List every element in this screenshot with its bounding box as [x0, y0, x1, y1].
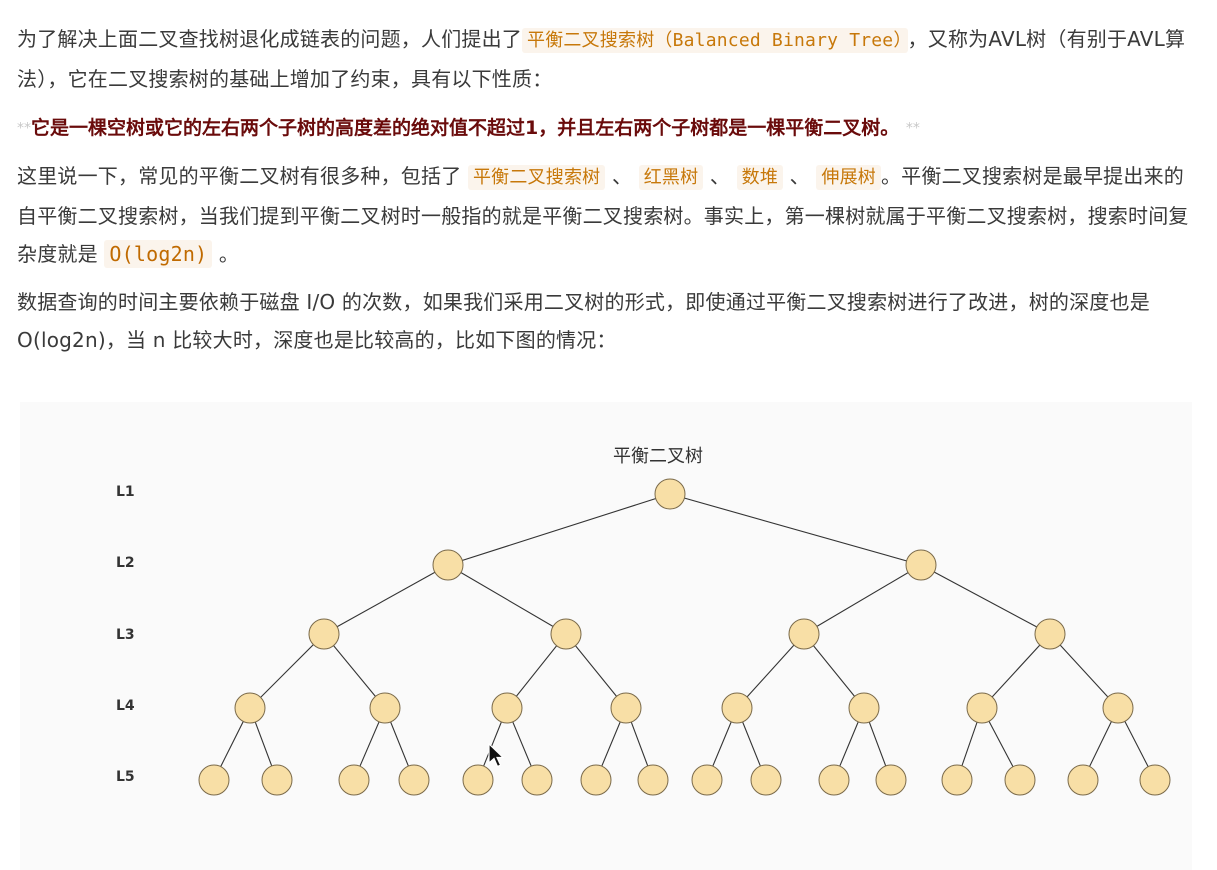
tree-node — [875, 764, 907, 796]
figure-title: 平衡二叉树 — [613, 446, 703, 467]
tree-edge — [803, 633, 865, 709]
bold-mark-close: ** — [905, 120, 920, 137]
mouse-cursor-icon — [488, 743, 504, 768]
tree-edge — [803, 564, 922, 635]
tree-edge — [736, 633, 805, 709]
tree-node — [521, 764, 553, 796]
tree-edge — [1049, 633, 1119, 709]
level-label-3: L3 — [116, 627, 135, 643]
level-label-4: L4 — [116, 698, 135, 714]
tree-node — [308, 618, 340, 650]
intro-text-2: ，又称为AVL树（有别于AVL算法），它在二叉搜索树的基础上增加了约束，具有以下… — [17, 27, 1186, 91]
tree-node — [1004, 764, 1036, 796]
bold-definition: **它是一棵空树或它的左右两个子树的高度差的绝对值不超过1，并且左右两个子树都是… — [17, 110, 1197, 147]
disk-io-text: 数据查询的时间主要依赖于磁盘 I/O 的次数，如果我们采用二叉树的形式，即使通过… — [17, 289, 1150, 352]
tree-node — [1034, 618, 1066, 650]
tree-edge — [249, 633, 325, 709]
tree-node — [1139, 764, 1171, 796]
level-label-5: L5 — [116, 769, 135, 785]
tree-edge — [565, 633, 627, 709]
tree-node — [398, 764, 430, 796]
types-text-2: 。平衡二叉搜索树是最早提出来的自平衡二叉搜索树，当我们提到平衡二叉树时一般指的就… — [17, 163, 1189, 266]
tree-node — [234, 692, 266, 724]
tree-node — [1102, 692, 1134, 724]
tree-node — [637, 764, 669, 796]
article-body: 为了解决上面二叉查找树退化成链表的问题，人们提出了平衡二叉搜索树（Balance… — [17, 20, 1197, 367]
tree-node — [550, 618, 582, 650]
tree-node — [818, 764, 850, 796]
tree-edge — [506, 633, 567, 709]
tree-edges — [213, 493, 1156, 781]
tree-node — [369, 692, 401, 724]
tree-node — [750, 764, 782, 796]
tree-node — [261, 764, 293, 796]
tree-edge — [981, 633, 1051, 709]
paragraph-disk-io: 数据查询的时间主要依赖于磁盘 I/O 的次数，如果我们采用二叉树的形式，即使通过… — [17, 283, 1197, 359]
tree-edge — [669, 493, 922, 566]
level-label-1: L1 — [116, 484, 135, 500]
tree-node — [432, 549, 464, 581]
tree-node — [654, 478, 686, 510]
tree-diagram — [198, 478, 1171, 796]
inline-code-complexity: O(log2n) — [104, 239, 213, 268]
tree-node — [691, 764, 723, 796]
tree-node — [941, 764, 973, 796]
tree-node — [788, 618, 820, 650]
tree-edge — [447, 564, 567, 635]
paragraph-intro: 为了解决上面二叉查找树退化成链表的问题，人们提出了平衡二叉搜索树（Balance… — [17, 20, 1197, 98]
tree-node — [905, 549, 937, 581]
tree-figure: 平衡二叉树 L1 L2 L3 L4 L5 — [20, 402, 1192, 870]
level-label-2: L2 — [116, 555, 135, 571]
inline-code-splay: 伸展树 — [816, 164, 881, 190]
tree-node — [338, 764, 370, 796]
inline-code-red-black: 红黑树 — [638, 164, 704, 190]
tree-edge — [920, 564, 1051, 635]
tree-node — [966, 692, 998, 724]
types-text-3: 。 — [218, 241, 240, 266]
bold-definition-text: 它是一棵空树或它的左右两个子树的高度差的绝对值不超过1，并且左右两个子树都是一棵… — [31, 117, 900, 139]
separator: 、 — [709, 163, 731, 188]
tree-node — [1067, 764, 1099, 796]
inline-code-avl: 平衡二叉搜索树 — [467, 164, 606, 190]
tree-edge — [323, 564, 449, 635]
inline-code-balanced-binary-tree: 平衡二叉搜索树（Balanced Binary Tree） — [522, 28, 908, 53]
tree-node — [491, 692, 523, 724]
tree-node — [462, 764, 494, 796]
separator: 、 — [789, 163, 810, 188]
tree-node — [610, 692, 642, 724]
types-text-1: 这里说一下，常见的平衡二叉树有很多种，包括了 — [17, 163, 462, 188]
tree-node — [198, 764, 230, 796]
tree-node — [721, 692, 753, 724]
inline-code-heap: 数堆 — [736, 164, 784, 190]
tree-nodes — [198, 478, 1171, 796]
separator: 、 — [611, 163, 633, 188]
tree-node — [848, 692, 880, 724]
tree-node — [580, 764, 612, 796]
intro-text-1: 为了解决上面二叉查找树退化成链表的问题，人们提出了 — [17, 27, 522, 51]
paragraph-types: 这里说一下，常见的平衡二叉树有很多种，包括了 平衡二叉搜索树 、 红黑树 、 数… — [17, 157, 1197, 273]
tree-edge — [447, 493, 671, 566]
tree-edge — [323, 633, 386, 709]
bold-mark-open: ** — [17, 120, 31, 137]
